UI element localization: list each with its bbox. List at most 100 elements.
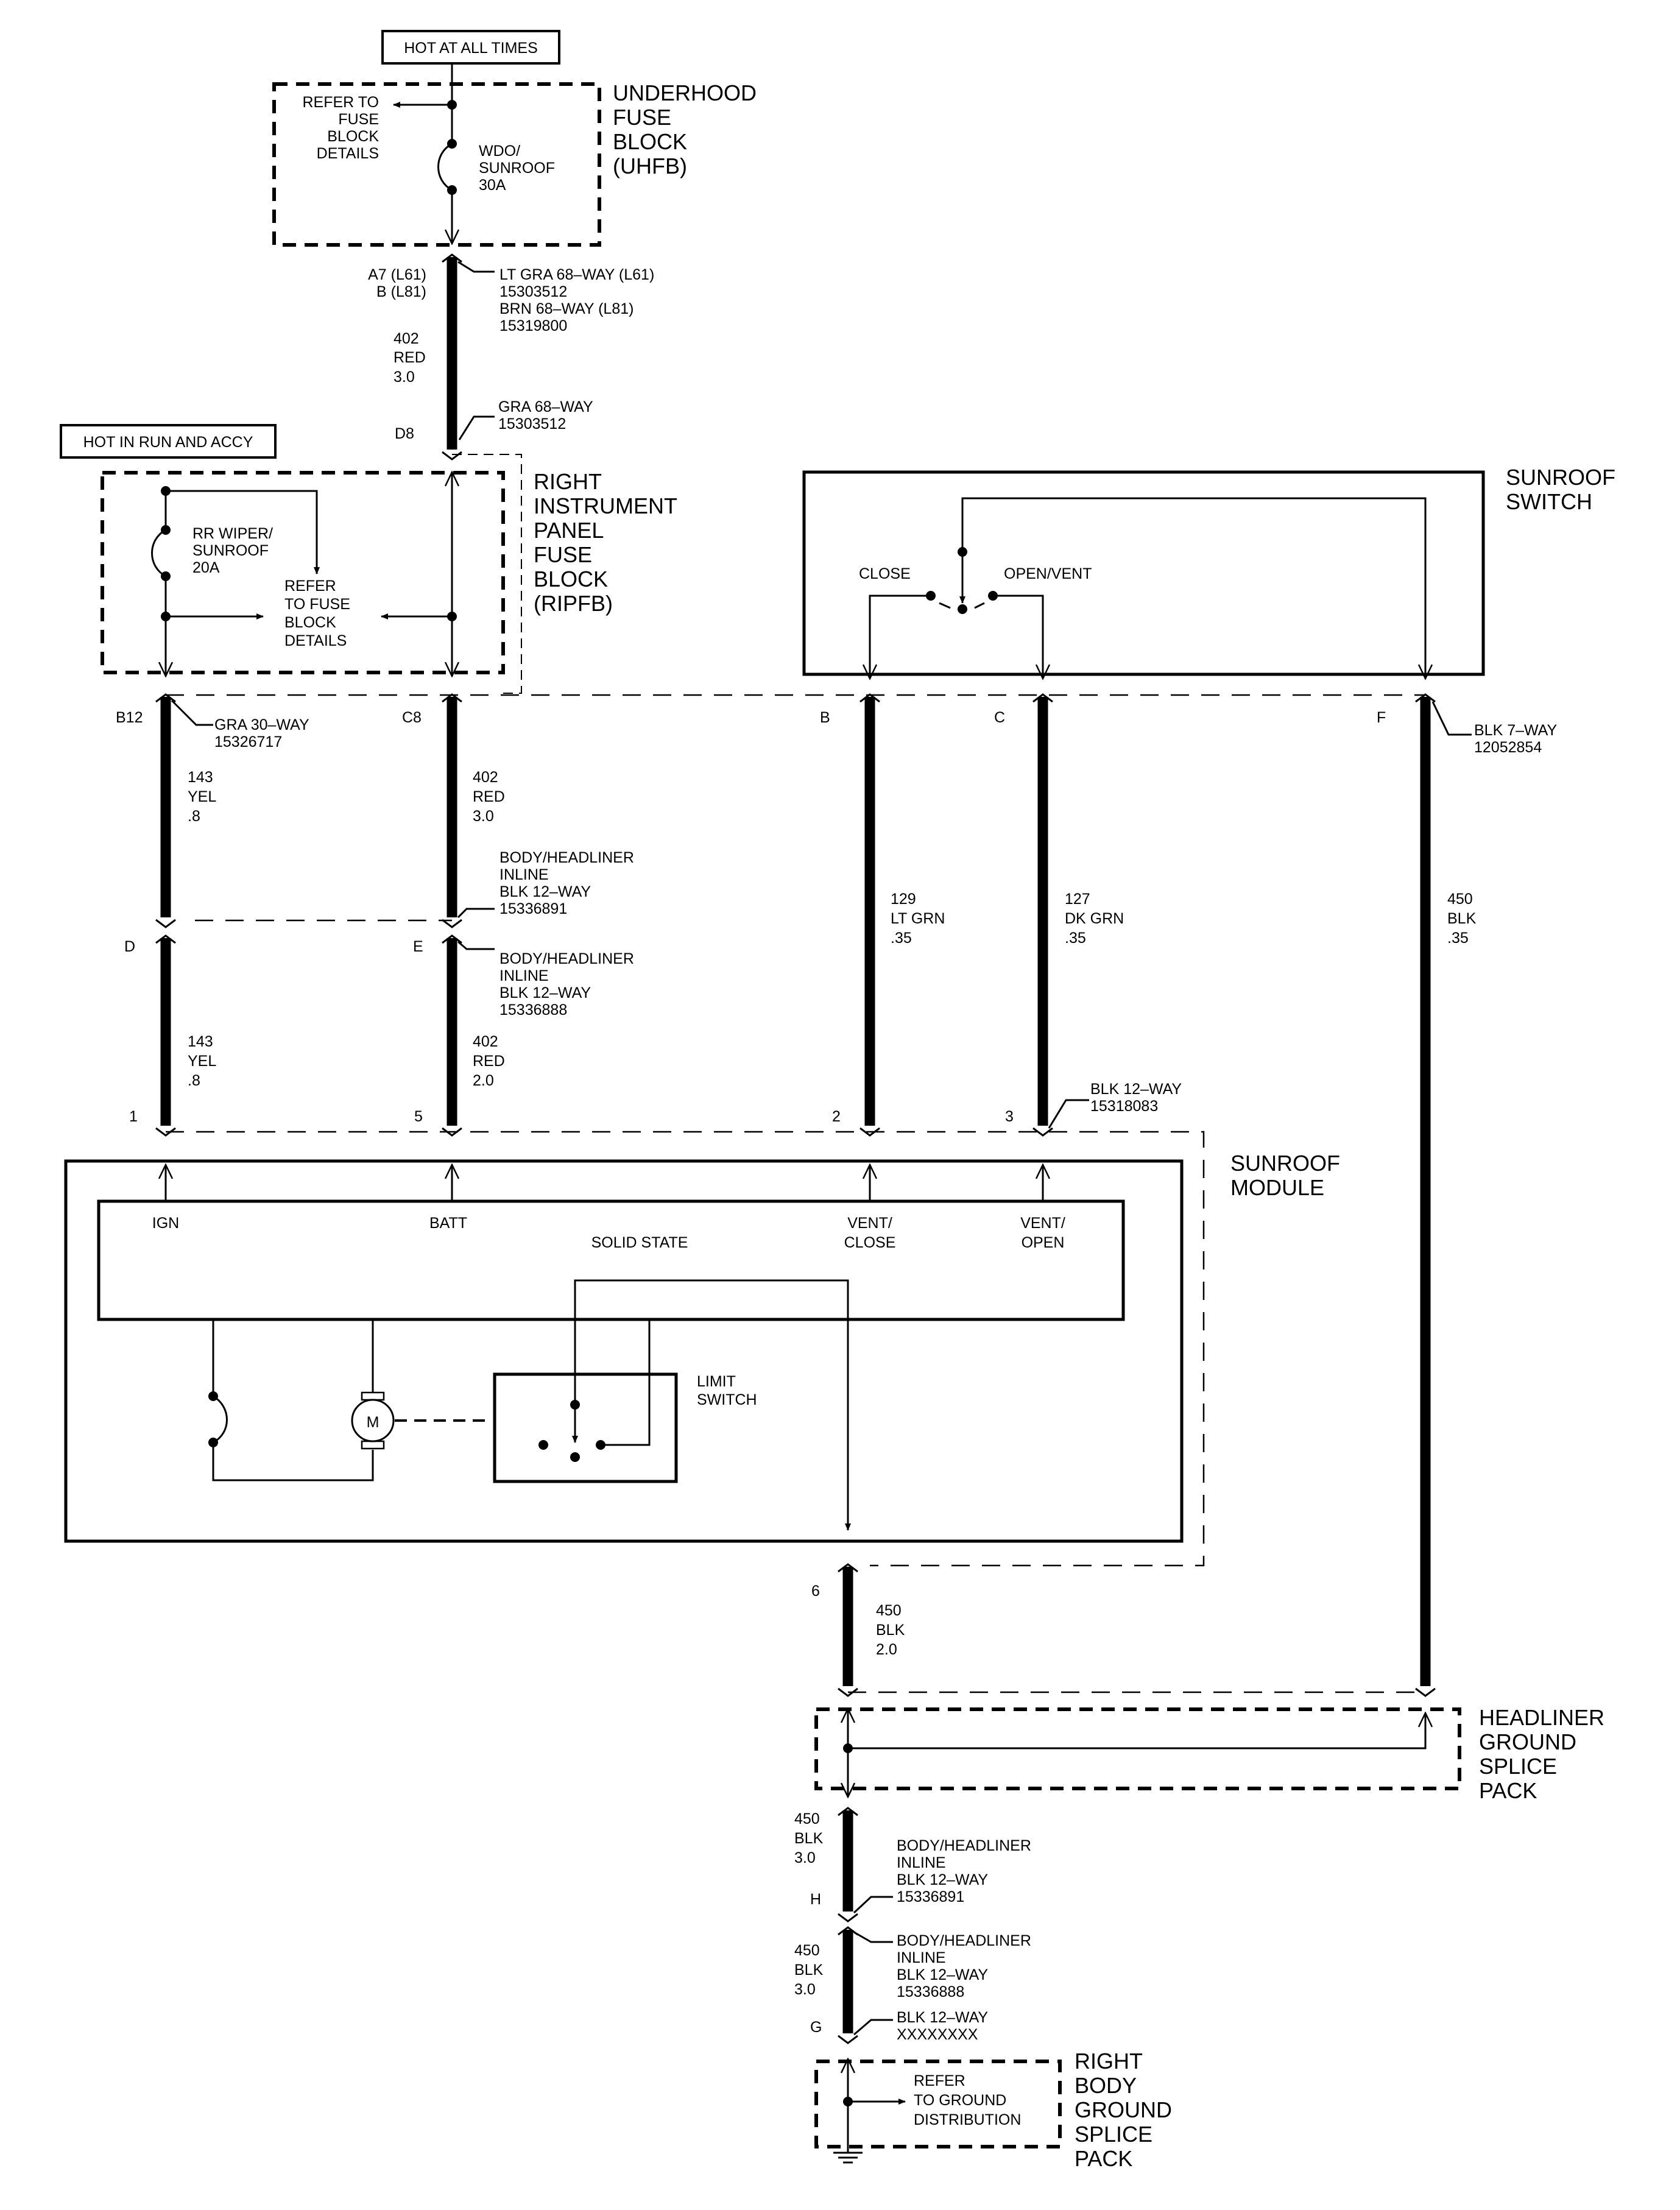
ground-symbol-icon [833, 2152, 863, 2164]
svg-text:129: 129 [891, 891, 916, 908]
svg-text:C8: C8 [402, 709, 422, 726]
svg-text:H: H [810, 1891, 821, 1908]
svg-text:F: F [1377, 709, 1386, 726]
svg-text:12052854: 12052854 [1474, 739, 1542, 756]
svg-text:D: D [124, 938, 135, 955]
svg-text:SUNROOF: SUNROOF [192, 542, 269, 559]
svg-text:REFER: REFER [284, 577, 336, 595]
svg-text:BLK 12–WAY: BLK 12–WAY [897, 1871, 988, 1888]
svg-text:A7 (L61): A7 (L61) [368, 266, 426, 283]
svg-text:VENT/: VENT/ [1020, 1215, 1065, 1232]
svg-text:BLK: BLK [794, 1830, 824, 1847]
headliner-ground-splice-pack: HEADLINER GROUND SPLICE PACK [814, 1705, 1604, 1803]
svg-text:3.0: 3.0 [794, 1981, 816, 1998]
svg-text:REFER TO: REFER TO [303, 94, 379, 111]
hot-at-all-times-header: HOT AT ALL TIMES [381, 30, 560, 65]
svg-text:402: 402 [473, 1033, 498, 1050]
svg-text:BLK: BLK [1447, 910, 1477, 927]
sunroof-switch: SUNROOF SWITCH CLOSE OPEN/VENT B C F BLK… [166, 465, 1615, 756]
svg-text:15336888: 15336888 [499, 1001, 567, 1019]
uhfb-connector: A7 (L61) B (L81) LT GRA 68–WAY (L61) 153… [368, 253, 654, 461]
svg-text:GRA 30–WAY: GRA 30–WAY [214, 716, 309, 733]
svg-text:402: 402 [473, 769, 498, 786]
svg-text:OPEN: OPEN [1022, 1234, 1065, 1251]
svg-text:SUNROOF: SUNROOF [1230, 1151, 1340, 1176]
svg-text:BRN 68–WAY (L81): BRN 68–WAY (L81) [499, 300, 634, 317]
svg-text:BLK 7–WAY: BLK 7–WAY [1474, 722, 1557, 739]
svg-text:15336891: 15336891 [499, 900, 567, 917]
svg-text:E: E [413, 938, 423, 955]
svg-text:20A: 20A [192, 559, 220, 576]
circuit-breaker-icon [208, 1391, 228, 1447]
svg-text:IGN: IGN [152, 1215, 179, 1232]
svg-text:.35: .35 [1065, 930, 1086, 947]
svg-text:D8: D8 [395, 425, 414, 442]
svg-text:15318083: 15318083 [1090, 1098, 1158, 1115]
underhood-fuse-block: UNDERHOOD FUSE BLOCK (UHFB) REFER TO FUS… [272, 63, 757, 247]
svg-text:HOT IN RUN AND ACCY: HOT IN RUN AND ACCY [83, 434, 253, 451]
svg-text:BLOCK: BLOCK [327, 128, 379, 145]
right-body-ground-splice-pack: RIGHT BODY GROUND SPLICE PACK REFER TO G… [814, 2049, 1172, 2171]
svg-text:HEADLINER: HEADLINER [1479, 1705, 1604, 1730]
svg-text:30A: 30A [479, 177, 506, 194]
svg-text:BLK: BLK [876, 1622, 905, 1639]
svg-text:RED: RED [473, 788, 505, 805]
svg-text:TO FUSE: TO FUSE [284, 596, 350, 613]
svg-text:BLK 12–WAY: BLK 12–WAY [897, 1966, 988, 1983]
svg-text:FUSE: FUSE [613, 105, 671, 130]
svg-text:450: 450 [876, 1602, 902, 1619]
svg-text:2.0: 2.0 [876, 1641, 897, 1658]
svg-text:PACK: PACK [1075, 2146, 1132, 2171]
svg-text:(RIPFB): (RIPFB) [534, 591, 613, 616]
svg-text:INSTRUMENT: INSTRUMENT [534, 493, 677, 518]
svg-text:.35: .35 [1447, 930, 1469, 947]
svg-text:UNDERHOOD: UNDERHOOD [613, 80, 757, 105]
svg-text:YEL: YEL [188, 788, 216, 805]
svg-text:143: 143 [188, 769, 213, 786]
wdo-sunroof-fuse-icon [437, 139, 458, 195]
svg-text:GROUND: GROUND [1479, 1729, 1576, 1754]
svg-text:BLK 12–WAY: BLK 12–WAY [499, 883, 591, 900]
sunroof-module: SUNROOF MODULE IGN BATT VENT/ CLOSE VENT… [64, 1151, 1340, 1543]
svg-text:SUNROOF: SUNROOF [479, 160, 555, 177]
svg-text:FUSE: FUSE [338, 111, 379, 128]
svg-text:RIGHT: RIGHT [1075, 2049, 1143, 2074]
svg-text:402: 402 [394, 330, 419, 347]
svg-text:BLK 12–WAY: BLK 12–WAY [1090, 1081, 1182, 1098]
svg-text:BODY/HEADLINER: BODY/HEADLINER [499, 950, 634, 967]
svg-text:B12: B12 [116, 709, 143, 726]
upper-wires: 143 YEL .8 402 RED 3.0 129 LT GRN .35 12… [155, 693, 1477, 1697]
svg-text:REFER: REFER [914, 2072, 965, 2089]
svg-text:PACK: PACK [1479, 1778, 1537, 1803]
svg-text:LT GRA 68–WAY (L61): LT GRA 68–WAY (L61) [499, 266, 654, 283]
svg-text:INLINE: INLINE [499, 967, 549, 984]
svg-text:INLINE: INLINE [897, 1949, 946, 1966]
svg-text:RED: RED [394, 349, 426, 366]
svg-text:G: G [810, 2019, 822, 2036]
svg-text:RIGHT: RIGHT [534, 469, 602, 494]
svg-text:DETAILS: DETAILS [317, 145, 379, 162]
svg-text:GRA 68–WAY: GRA 68–WAY [498, 398, 593, 415]
wire-402-red-upper-label: 402 RED 3.0 [394, 330, 426, 386]
svg-text:BODY/HEADLINER: BODY/HEADLINER [897, 1837, 1031, 1854]
svg-text:.35: .35 [891, 930, 912, 947]
svg-text:WDO/: WDO/ [479, 143, 520, 160]
ripfb-lower-connector: B12 C8 GRA 30–WAY 15326717 [116, 699, 422, 750]
svg-text:2.0: 2.0 [473, 1072, 494, 1089]
svg-text:5: 5 [414, 1108, 423, 1125]
body-headliner-inline-1: BODY/HEADLINER INLINE BLK 12–WAY 1533689… [124, 849, 634, 1137]
svg-text:BATT: BATT [429, 1215, 467, 1232]
d8-connector: D8 GRA 68–WAY 15303512 [395, 398, 593, 442]
sunroof-module-connector: 1 5 2 3 BLK 12–WAY 15318083 [129, 1081, 1205, 1567]
svg-text:15336888: 15336888 [897, 1983, 964, 2000]
svg-text:B: B [820, 709, 830, 726]
svg-text:3.0: 3.0 [394, 369, 415, 386]
svg-text:XXXXXXXX: XXXXXXXX [897, 2026, 978, 2043]
svg-text:VENT/: VENT/ [847, 1215, 892, 1232]
svg-text:15336891: 15336891 [897, 1888, 964, 1905]
svg-text:3.0: 3.0 [473, 808, 494, 825]
svg-text:C: C [994, 709, 1005, 726]
limit-switch: LIMIT SWITCH [493, 1279, 851, 1531]
svg-text:INLINE: INLINE [499, 866, 549, 883]
